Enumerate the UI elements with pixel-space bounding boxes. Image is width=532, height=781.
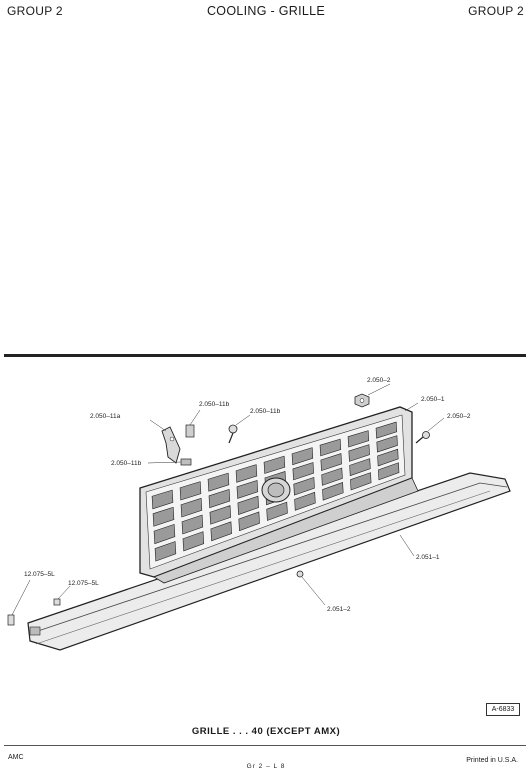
- callout-2050-11a: 2.050–11a: [90, 413, 121, 420]
- grille-cell: [320, 453, 342, 472]
- callout-2050-11b-a: 2.050–11b: [199, 401, 230, 408]
- grille-cell: [378, 462, 400, 481]
- grille-cell: [349, 458, 371, 477]
- grille-cell: [180, 497, 203, 518]
- callout-12075-5l-a: 12.075–5L: [24, 571, 55, 578]
- grille-cell: [210, 521, 232, 542]
- callout-2051-1: 2.051–1: [416, 554, 440, 561]
- grille-cell: [292, 462, 314, 481]
- valance-panel: [27, 472, 511, 651]
- footer-divider: [4, 745, 526, 746]
- grille-cell: [376, 435, 398, 453]
- mounting-bracket: [161, 426, 181, 464]
- header-title: COOLING - GRILLE: [206, 4, 326, 18]
- clip-fastener-left: [7, 598, 61, 626]
- callout-12075-5l-b: 12.075–5L: [68, 580, 99, 587]
- leader-lines: [11, 383, 445, 616]
- clip-part: [180, 424, 195, 466]
- grille-cell: [322, 482, 344, 501]
- grille-cell: [266, 501, 288, 521]
- header-group-left: GROUP 2: [7, 4, 63, 18]
- callout-2050-11b-b: 2.050–11b: [250, 408, 281, 415]
- grille-cell: [375, 421, 398, 439]
- nut-fastener-top: [354, 393, 370, 408]
- grille-cell: [237, 495, 259, 515]
- figure-caption: GRILLE . . . 40 (EXCEPT AMX): [191, 726, 341, 737]
- footer-brand: AMC: [8, 754, 24, 761]
- grille-cell: [151, 489, 174, 510]
- callout-2050-2-top: 2.050–2: [367, 377, 391, 384]
- grille-cell: [294, 491, 316, 511]
- grille-frame: [139, 406, 419, 584]
- header-group-right: GROUP 2: [468, 4, 524, 18]
- grille-cell: [152, 506, 175, 527]
- grille-cell: [348, 444, 370, 462]
- grille-cell: [235, 464, 258, 483]
- grille-cell: [377, 448, 399, 467]
- grille-cell: [350, 472, 372, 491]
- grille-cell: [347, 430, 370, 448]
- grille-cell: [238, 511, 260, 532]
- section-divider: [4, 354, 526, 357]
- grille-cell: [293, 476, 315, 496]
- grille-cell: [209, 505, 232, 525]
- grille-cell: [291, 447, 314, 466]
- figure-reference: A-6833: [486, 703, 520, 716]
- screw-fastener: [228, 424, 238, 444]
- grille-cell: [179, 481, 202, 501]
- callout-2051-2: 2.051–2: [327, 606, 351, 613]
- grille-cell: [182, 531, 205, 552]
- grille-cell: [154, 541, 177, 562]
- grille-cell: [153, 523, 176, 545]
- grille-cell: [319, 438, 342, 457]
- grille-cell: [207, 472, 230, 492]
- callout-2050-11b-c: 2.050–11b: [111, 460, 142, 467]
- grille-cell: [263, 455, 286, 474]
- callout-2050-1: 2.050–1: [421, 396, 445, 403]
- grille-cell: [208, 488, 231, 509]
- grille-cell: [181, 514, 204, 535]
- grille-cell: [236, 479, 259, 499]
- footer-print-note: Printed in U.S.A.: [466, 757, 518, 764]
- page-number: Gr 2 – L 8: [246, 763, 286, 770]
- screw-fastener-right: [415, 431, 430, 444]
- grille-exploded-diagram: 2.050–2 2.050–1 2.050–2 2.050–11b 2.050–…: [0, 365, 532, 695]
- screw-fastener-lower: [296, 570, 304, 578]
- callout-2050-2-right: 2.050–2: [447, 413, 471, 420]
- grille-cell: [321, 467, 343, 486]
